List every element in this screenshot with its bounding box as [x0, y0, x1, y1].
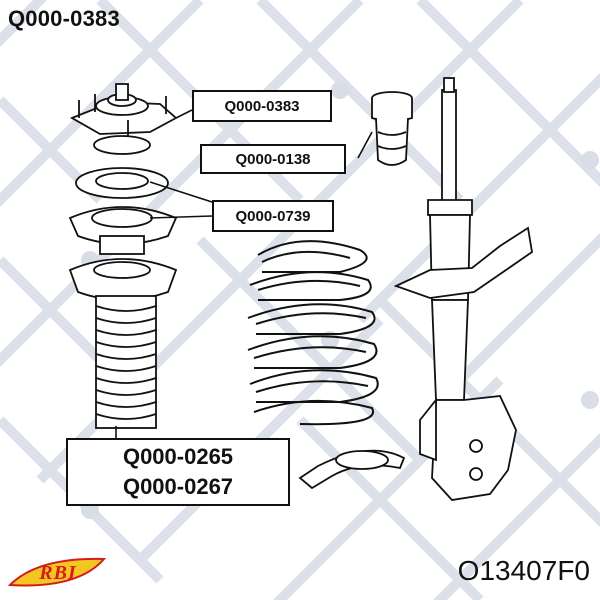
top-mount-icon — [69, 83, 178, 155]
brand-logo-text: RBI — [39, 561, 77, 584]
callout-bump-stop: Q000-0138 — [200, 144, 346, 174]
bump-stop-icon — [371, 91, 413, 166]
shock-absorber-icon — [393, 77, 533, 501]
spring-seat — [68, 206, 178, 255]
part-code: O13407F0 — [457, 555, 590, 586]
callout-dust-boot: Q000-0265 Q000-0267 — [66, 438, 290, 506]
callout-bearing: Q000-0739 — [212, 200, 334, 232]
lower-spring-seat — [298, 449, 406, 490]
leader-lines — [115, 109, 373, 440]
coil-spring-icon — [247, 240, 379, 426]
callout-boot-line1: Q000-0265 — [122, 444, 234, 469]
logo-shape — [7, 557, 107, 587]
callout-boot-line2: Q000-0267 — [122, 474, 234, 499]
bearing-ring — [75, 167, 169, 199]
callout-top-mount: Q000-0383 — [192, 90, 332, 122]
page-title: Q000-0383 — [8, 6, 120, 31]
brand-logo: RBI — [7, 555, 108, 591]
dust-boot-icon — [68, 258, 178, 429]
